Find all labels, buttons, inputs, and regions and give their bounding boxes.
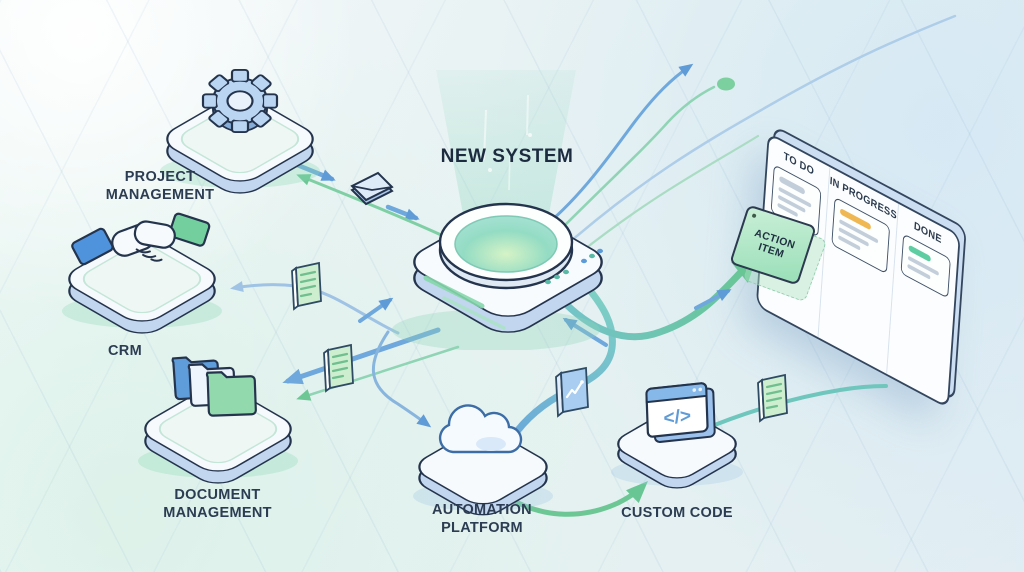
custom-code-platform: </> <box>611 382 743 489</box>
edge-ns-to-pm <box>296 174 454 242</box>
portal-glow <box>454 215 558 273</box>
pipe-ns-to-action-item <box>556 267 746 341</box>
folders-icon <box>171 356 257 417</box>
platform-side <box>413 223 603 333</box>
chart-icon <box>555 366 589 418</box>
document-icon <box>757 373 788 423</box>
code-window-icon: </> <box>645 382 716 443</box>
crm-platform <box>62 212 222 334</box>
document-management-platform <box>138 356 298 484</box>
action-item-label: ACTION ITEM <box>752 227 797 261</box>
crm-label: CRM <box>108 343 142 359</box>
kanban-column-done: DONE <box>885 203 959 406</box>
arrow-crm-to-ns <box>358 297 394 323</box>
edge-ns-to-automation-thin <box>372 330 432 428</box>
gear-icon <box>201 68 279 134</box>
project-management-label: PROJECT MANAGEMENT <box>105 169 215 203</box>
edge-ns-to-dm-green <box>296 345 460 401</box>
cloud-icon <box>438 404 523 454</box>
platform-top <box>413 207 603 317</box>
portal-rim <box>438 202 574 282</box>
edge-ns-to-crm <box>230 281 400 335</box>
green-endpoint-dot <box>717 77 735 91</box>
pipe-ns-to-automation <box>508 278 616 442</box>
handshake-icon <box>71 212 211 266</box>
portal-rim-base <box>438 210 574 290</box>
new-system-label: NEW SYSTEM <box>440 146 574 167</box>
envelope-icon <box>350 171 394 206</box>
platform-shadow <box>392 309 600 350</box>
arrow-up-right-mid <box>694 289 732 310</box>
document-icon <box>323 343 354 393</box>
edge-pm-to-ns-2 <box>385 204 420 221</box>
new-system-platform <box>392 70 603 350</box>
edge-customcode-to-board <box>698 384 888 433</box>
automation-platform-label: AUTOMATION PLATFORM <box>432 502 532 536</box>
document-icon <box>291 261 322 311</box>
kanban-column-inprogress: IN PROGRESS <box>817 167 898 374</box>
custom-code-label: CUSTOM CODE <box>621 505 733 521</box>
arrow-up-left-mid <box>562 317 608 347</box>
led-dots <box>545 248 603 285</box>
edge-pm-to-ns-1 <box>287 159 336 182</box>
pin-dot <box>751 213 757 219</box>
code-glyph: </> <box>663 406 691 430</box>
edge-ns-to-dm-blue <box>282 327 441 385</box>
document-management-label: DOCUMENT MANAGEMENT <box>163 487 272 521</box>
